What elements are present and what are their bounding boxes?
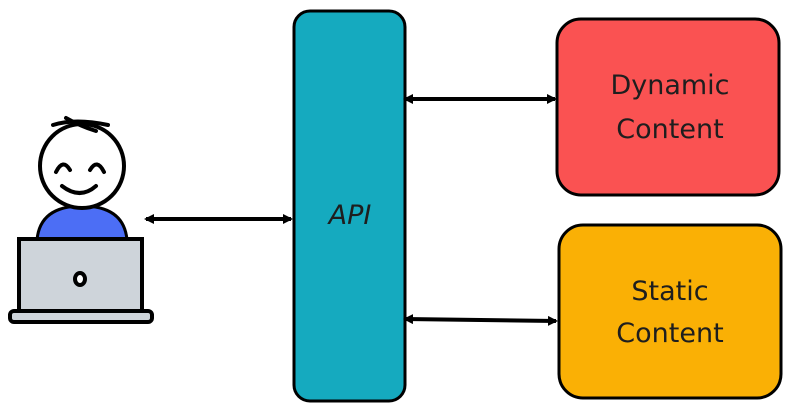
user-shirt bbox=[35, 204, 129, 242]
user-head bbox=[38, 122, 126, 210]
static-label-line2: Content bbox=[616, 318, 723, 349]
dynamic-label-line1: Dynamic bbox=[610, 70, 729, 101]
user-icon bbox=[8, 116, 154, 324]
laptop-logo bbox=[73, 271, 87, 287]
arrow-api-static bbox=[403, 314, 558, 326]
dynamic-label-line2: Content bbox=[616, 114, 723, 145]
api-label: API bbox=[327, 200, 372, 231]
user-hair bbox=[51, 116, 110, 133]
laptop-base bbox=[8, 309, 154, 324]
static-content-node: Static Content bbox=[557, 223, 783, 400]
api-node: API bbox=[292, 9, 407, 403]
static-label-line1: Static bbox=[631, 276, 708, 307]
api-box bbox=[292, 9, 407, 403]
static-content-box bbox=[557, 223, 783, 400]
dynamic-content-box bbox=[555, 17, 781, 197]
user-smile bbox=[60, 184, 98, 195]
user-eyes bbox=[54, 162, 106, 174]
dynamic-content-node: Dynamic Content bbox=[555, 17, 781, 197]
